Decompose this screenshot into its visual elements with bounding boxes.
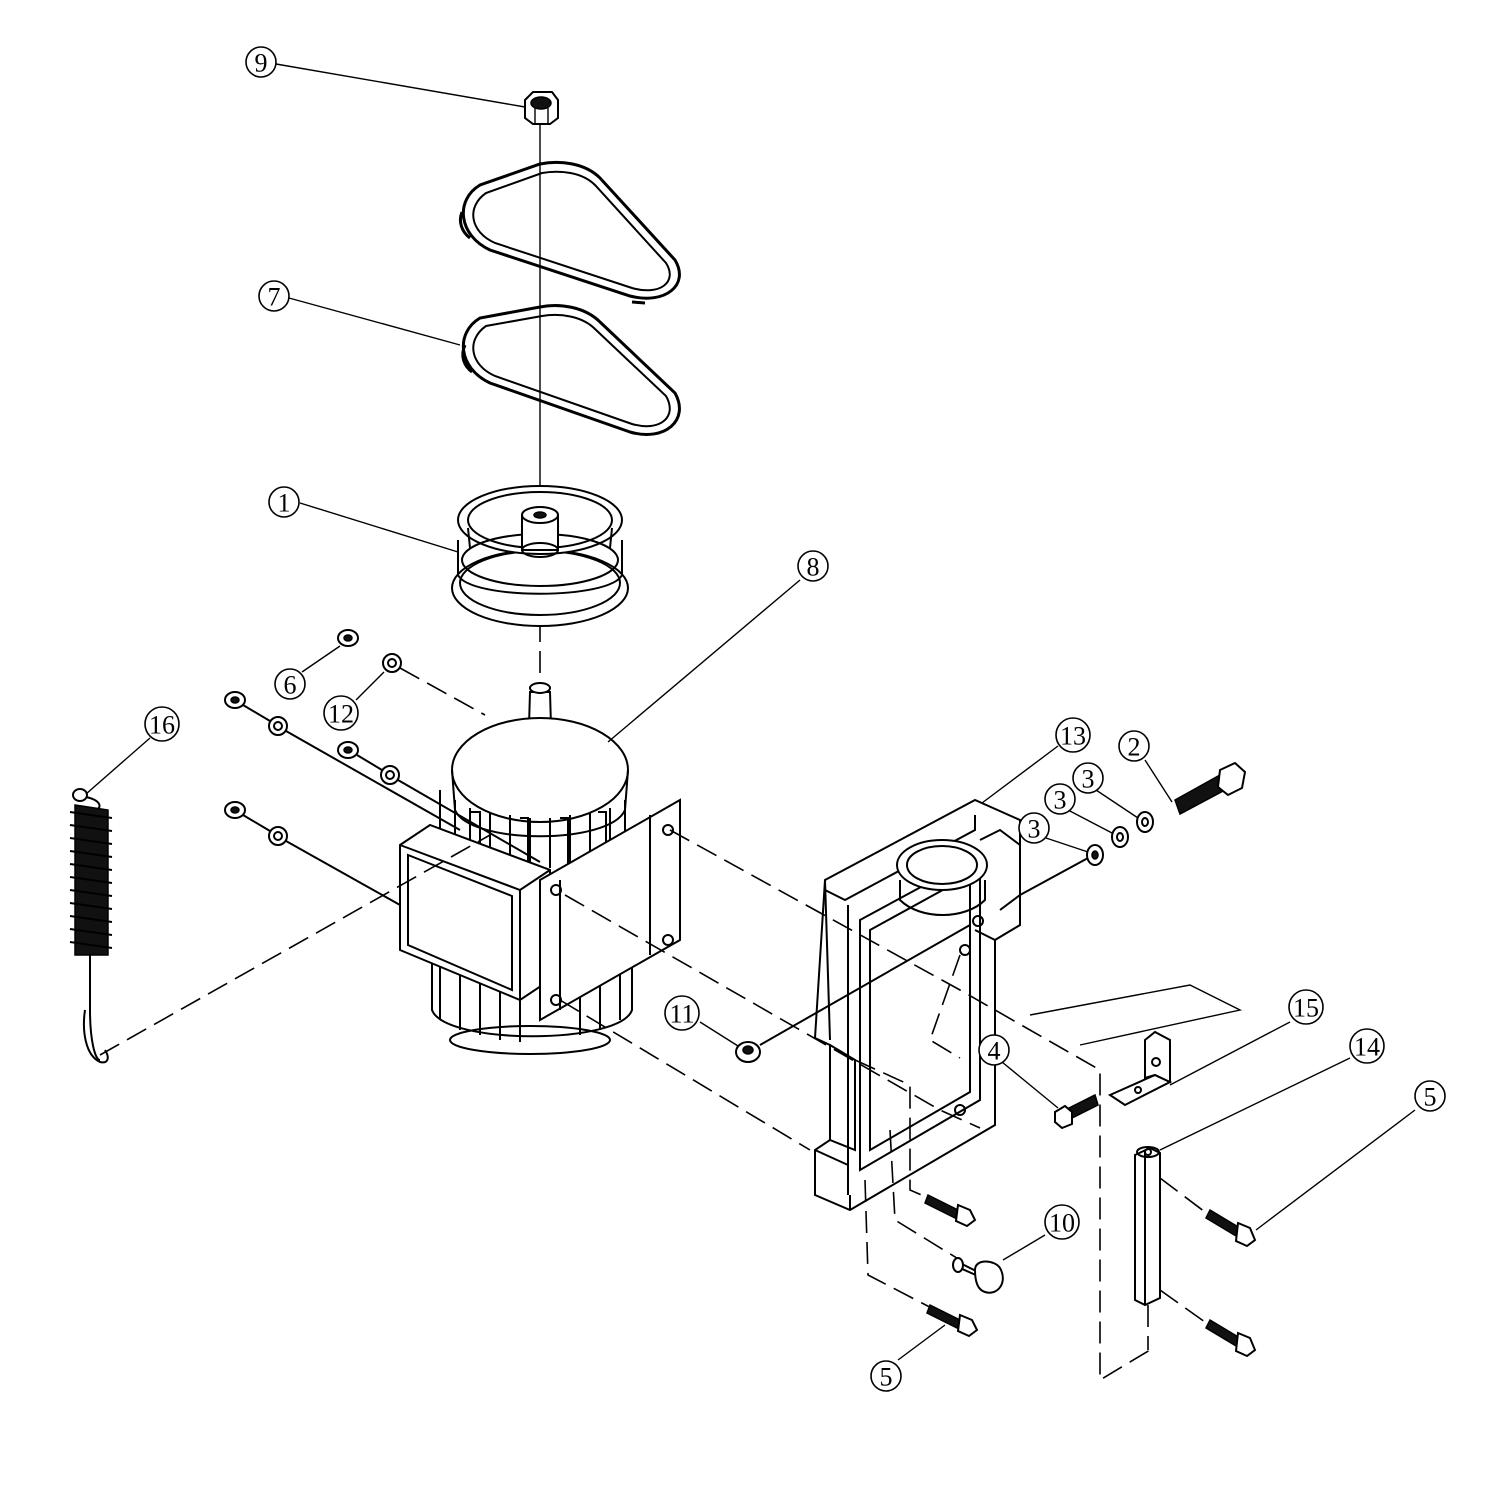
callout-10: 10	[1044, 1204, 1080, 1240]
mount-line-2	[669, 829, 1151, 1382]
part-3-washer-1	[1136, 811, 1154, 833]
callout-8: 8	[797, 550, 829, 582]
part-3-washer-2	[1111, 826, 1129, 848]
part-12-washer-left-lower	[268, 826, 288, 846]
part-6-nut-left-upper	[224, 691, 246, 709]
align-line-top	[399, 667, 486, 716]
callout-label: 14	[1354, 1033, 1380, 1062]
bolt5-align-lower	[1159, 1289, 1206, 1323]
callout-label: 12	[328, 700, 354, 729]
align-line-c	[356, 754, 383, 771]
part-7-v-belt-lower	[461, 304, 681, 436]
callout-label: 8	[807, 553, 820, 582]
part-5-bolt-right-upper	[1205, 1208, 1257, 1248]
mount-line-3	[559, 999, 811, 1151]
callout-2: 2	[1118, 730, 1150, 762]
part-5-bolt-bracket-upper	[924, 1193, 977, 1228]
part-15-angle-bracket	[1107, 1030, 1173, 1107]
callout-label: 3	[1054, 786, 1067, 815]
part-3-washer-3	[1086, 844, 1104, 866]
part-14-shaft-bar	[1134, 1146, 1161, 1307]
part-1-pulley	[451, 485, 629, 627]
callout-14: 14	[1349, 1028, 1385, 1064]
part-6-nut-top	[337, 629, 359, 647]
callout-6: 6	[274, 668, 306, 700]
bracket-outline-guide	[1029, 984, 1243, 1046]
bolt-align-line	[1019, 857, 1089, 896]
callout-9: 9	[245, 46, 277, 78]
callout-label: 7	[268, 283, 281, 312]
part-5-bolt-bracket-lower	[926, 1303, 979, 1338]
callout-label: 3	[1028, 815, 1041, 844]
callout-label: 15	[1293, 994, 1319, 1023]
callout-label: 5	[880, 1363, 893, 1392]
spring-align-line	[99, 834, 491, 1056]
callout-label: 5	[1424, 1083, 1437, 1112]
callout-label: 4	[988, 1037, 1001, 1066]
callout-4: 4	[978, 1034, 1010, 1066]
callout-label: 10	[1049, 1209, 1075, 1238]
align-line-d	[397, 779, 541, 863]
callout-5b: 5	[870, 1360, 902, 1392]
part-10-knob-bolt	[952, 1257, 1004, 1294]
callout-12: 12	[323, 695, 359, 731]
callout-7: 7	[258, 280, 290, 312]
nut-11-align-line	[759, 924, 971, 1046]
part-2-bolt	[1174, 761, 1247, 816]
align-line-a	[242, 704, 271, 722]
mount-line-7	[929, 954, 961, 1059]
mount-line-5	[889, 1129, 961, 1261]
callout-15: 15	[1288, 989, 1324, 1025]
part-4-bolt	[1054, 1093, 1099, 1130]
callout-5a: 5	[1414, 1080, 1446, 1112]
callout-13: 13	[1055, 717, 1091, 753]
callout-16: 16	[144, 706, 180, 742]
callout-label: 11	[669, 1000, 694, 1029]
align-line-f	[285, 840, 401, 906]
callout-11: 11	[664, 995, 700, 1031]
part-12-washer-mid	[380, 765, 400, 785]
part-9-hex-nut	[524, 91, 559, 125]
callout-label: 6	[284, 671, 297, 700]
mount-line-1	[564, 894, 981, 1129]
callout-label: 1	[278, 489, 291, 518]
align-line-b	[285, 730, 461, 831]
part-12-washer-top	[382, 653, 402, 673]
part-8-motor	[399, 682, 681, 1055]
part-7-v-belt-upper	[458, 160, 681, 305]
part-13-motor-bracket	[813, 798, 1021, 1212]
callout-label: 9	[255, 49, 268, 78]
callout-label: 3	[1082, 765, 1095, 794]
part-6-nut-left-lower	[224, 801, 246, 819]
align-line-e	[242, 814, 271, 832]
callout-label: 2	[1128, 733, 1141, 762]
leader-lines	[85, 63, 1416, 1361]
callout-3c: 3	[1018, 812, 1050, 844]
callout-1: 1	[268, 486, 300, 518]
part-16-spring	[69, 788, 113, 1064]
bolt5-align-upper	[1159, 1177, 1206, 1213]
callout-label: 13	[1060, 722, 1086, 751]
mount-line-6	[864, 1179, 946, 1316]
callout-3a: 3	[1072, 762, 1104, 794]
part-11-nut	[735, 1041, 761, 1063]
callout-3b: 3	[1044, 783, 1076, 815]
callout-label: 16	[149, 711, 175, 740]
part-6-nut-mid	[337, 741, 359, 759]
part-5-bolt-right-lower	[1205, 1318, 1257, 1358]
part-12-washer-left-upper	[268, 716, 288, 736]
